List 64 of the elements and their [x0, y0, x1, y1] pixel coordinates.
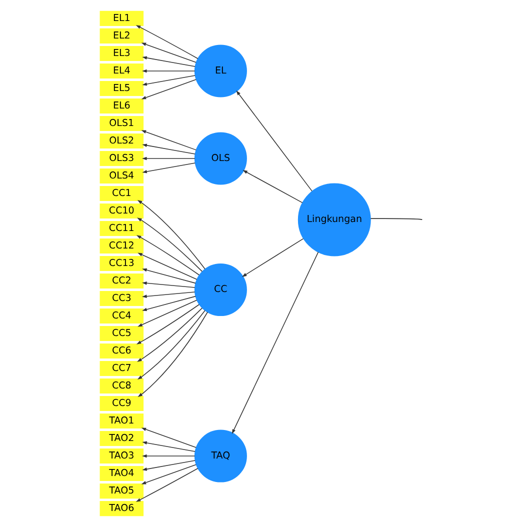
node-box: CC10 [100, 203, 144, 219]
arrow [137, 218, 203, 272]
arrow [242, 170, 303, 204]
node-box: CC7 [100, 360, 144, 376]
connector [370, 218, 423, 220]
arrow [137, 310, 206, 380]
node-box: OLS1 [100, 116, 144, 132]
node-box: EL6 [100, 98, 144, 114]
arrow [141, 79, 196, 100]
node-box: CC1 [100, 186, 144, 202]
arrow [142, 460, 196, 471]
arrow [142, 144, 196, 154]
node-box: EL3 [100, 46, 144, 62]
arrow [138, 252, 198, 280]
arrow [142, 75, 196, 86]
arrow [142, 268, 196, 284]
node-box: OLS4 [100, 168, 144, 184]
arrow [141, 428, 196, 448]
node-circle: Lingkungan [298, 183, 371, 256]
arrow [142, 156, 196, 160]
arrow [242, 238, 304, 277]
node-box: CC12 [100, 238, 144, 254]
node-box: CC9 [100, 396, 144, 412]
arrow [142, 69, 196, 73]
node-box: CC4 [100, 308, 144, 324]
node-box: TAO4 [100, 466, 144, 482]
node-box: CC13 [100, 256, 144, 272]
arrow [142, 282, 196, 288]
arrow [137, 308, 203, 362]
node-box: TAO2 [100, 430, 144, 446]
node-box: OLS2 [100, 133, 144, 149]
arrow [136, 25, 198, 59]
arrow [137, 200, 206, 270]
arrow [138, 312, 208, 397]
arrow [136, 235, 200, 276]
node-box: TAO6 [100, 500, 144, 516]
arrow [142, 441, 196, 452]
node-box: CC6 [100, 343, 144, 359]
arrow [136, 468, 198, 502]
node-box: CC3 [100, 290, 144, 306]
arrow [142, 454, 196, 458]
arrow [138, 300, 198, 327]
node-box: EL4 [100, 63, 144, 79]
arrow [141, 464, 196, 484]
node-box: CC2 [100, 273, 144, 289]
node-box: TAO1 [100, 413, 144, 429]
node-box: CC11 [100, 220, 144, 236]
node-box: TAO5 [100, 483, 144, 499]
arrow [141, 130, 196, 150]
arrow [236, 90, 312, 192]
arrow [142, 292, 196, 298]
node-box: EL5 [100, 80, 144, 96]
arrow [142, 296, 196, 312]
arrow [232, 252, 319, 434]
arrow [136, 304, 200, 344]
arrow [141, 42, 196, 63]
arrow [142, 56, 196, 67]
node-box: TAO3 [100, 448, 144, 464]
arrow [142, 162, 196, 174]
node-box: EL1 [100, 10, 144, 26]
node-box: CC8 [100, 378, 144, 394]
node-box: EL2 [100, 28, 144, 44]
node-box: CC5 [100, 326, 144, 342]
node-box: OLS3 [100, 150, 144, 166]
